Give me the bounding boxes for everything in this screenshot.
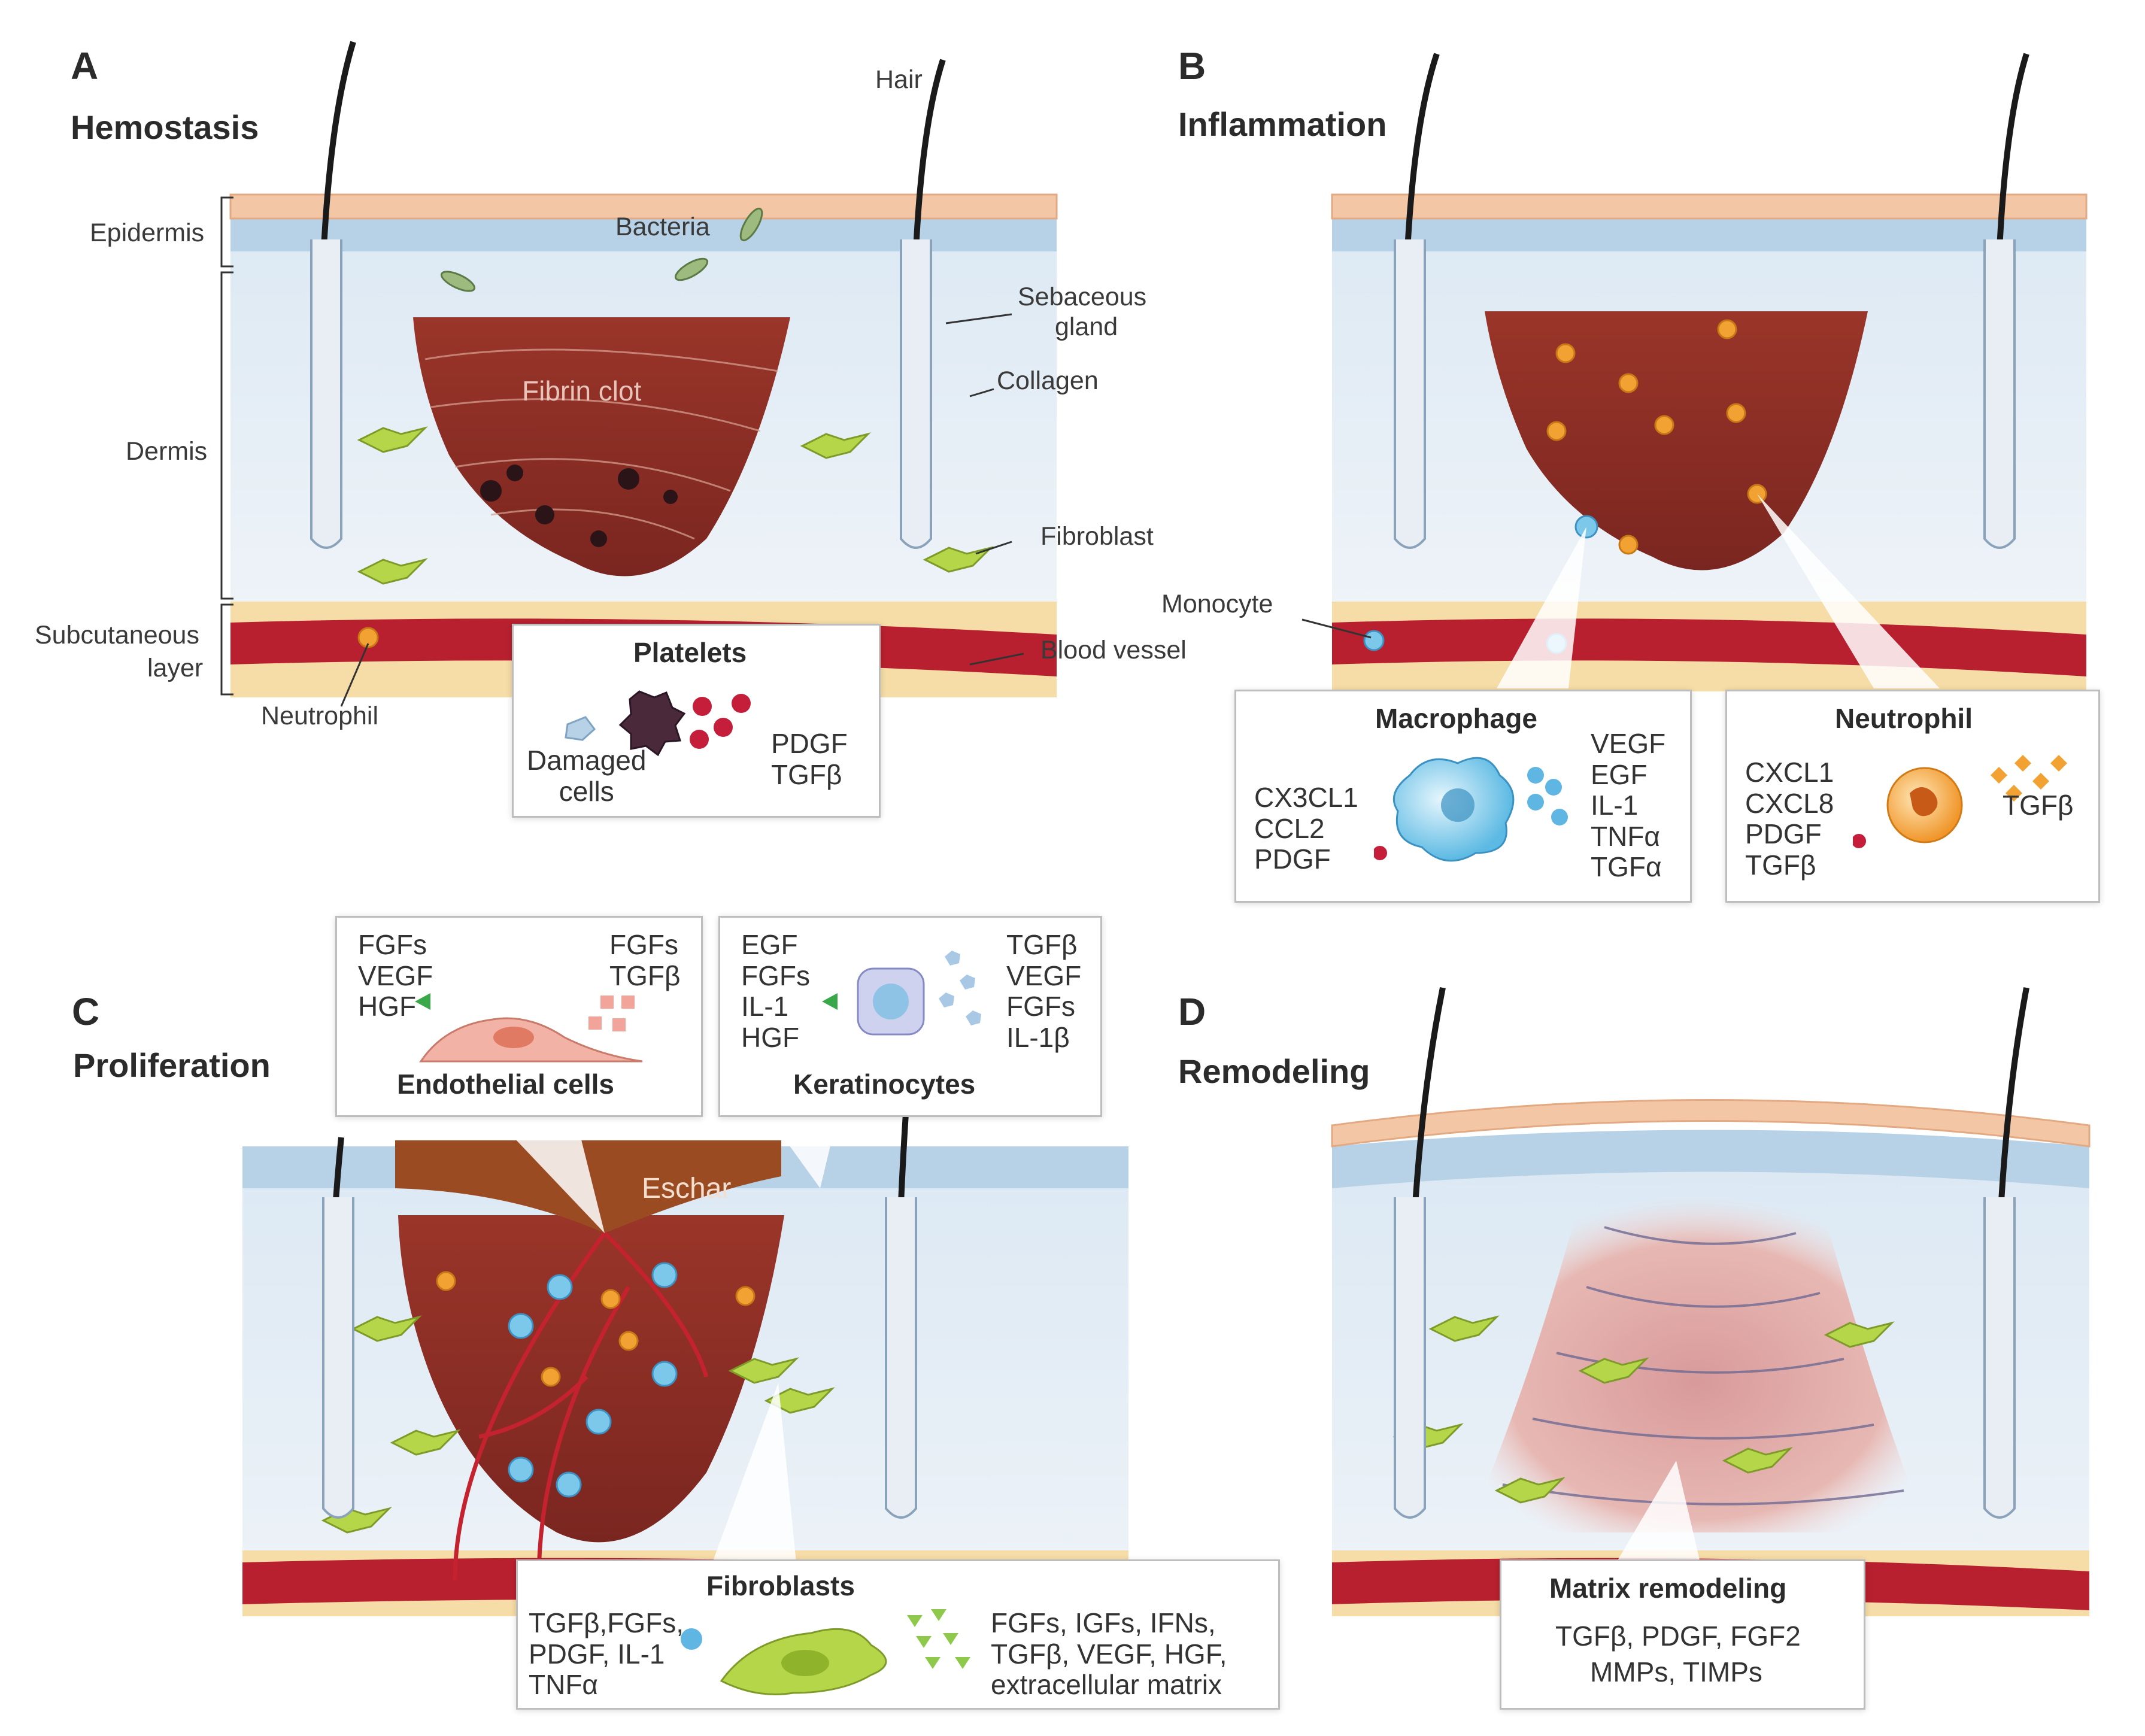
remodeling-matrix [1467, 1197, 1928, 1532]
fibroblasts-left-text: TGFβ,FGFs, PDGF, IL-1 TNFα [529, 1607, 684, 1701]
macrophages-c [508, 1262, 678, 1498]
leader-lines-a [220, 196, 1024, 707]
leader-monocyte [1301, 618, 1372, 639]
platelet-clusters [480, 465, 678, 547]
matrix-line-1: TGFβ, PDGF, FGF2 [1555, 1620, 1801, 1652]
neutrophil-left-text: CXCL1 CXCL8 PDGF TGFβ [1745, 757, 1834, 881]
callout-fibroblasts [712, 1383, 796, 1562]
granulation-tissue [398, 1215, 784, 1543]
neutrophil-icon [1853, 755, 2067, 848]
neutrophil-title: Neutrophil [1835, 703, 1973, 734]
label-fibroblast: Fibroblast [1040, 522, 1154, 551]
panel-b [1301, 53, 2088, 691]
endothelial-title: Endothelial cells [397, 1069, 614, 1100]
macrophage-right-text: VEGF EGF IL-1 TNFα TGFα [1591, 728, 1666, 883]
label-bacteria: Bacteria [615, 213, 710, 241]
hair-follicle-right [1983, 987, 2029, 1519]
label-layer: layer [147, 654, 204, 682]
label-epidermis: Epidermis [90, 218, 205, 247]
callout-endothelial [491, 1113, 605, 1233]
keratinocytes-box: EGF FGFs IL-1 HGF TGFβ VEGF FGFs IL-1β K… [718, 916, 1102, 1117]
neutrophil-a [357, 627, 379, 648]
keratinocytes-title: Keratinocytes [793, 1069, 976, 1100]
matrix-line-2: MMPs, TIMPs [1590, 1656, 1762, 1688]
platelets-right-text: PDGF TGFβ [771, 728, 848, 790]
platelets-box: Platelets Damaged cells PDGF TGFβ [512, 624, 881, 818]
fibrin-clot [1485, 311, 1868, 570]
neutrophil-right-text: TGFβ [2003, 790, 2074, 821]
hair-follicle-left [1394, 987, 1446, 1519]
label-blood-vessel: Blood vessel [1040, 636, 1187, 664]
macrophage-box: Macrophage CX3CL1 CCL2 PDGF VEGF EGF IL-… [1234, 690, 1692, 903]
keratinocyte-icon [822, 951, 981, 1036]
label-hair: Hair [875, 65, 923, 94]
epidermis-blue [1332, 216, 2086, 251]
hair-follicle-left [1394, 53, 1440, 549]
platelets-left-text: Damaged cells [527, 745, 647, 807]
endothelial-cell-icon [415, 993, 643, 1063]
label-neutrophil: Neutrophil [261, 702, 378, 730]
panel-letter-c: C [72, 990, 100, 1033]
fibroblasts-a [357, 426, 994, 585]
neutrophils-b [1546, 319, 1767, 555]
panel-letter-a: A [71, 44, 99, 87]
fibroblast-icon [681, 1609, 970, 1695]
keratinocytes-right-text: TGFβ VEGF FGFs IL-1β [1006, 929, 1082, 1053]
hair-follicle-right [885, 1095, 917, 1519]
panel-letter-d: D [1178, 990, 1206, 1033]
fibroblasts-title: Fibroblasts [706, 1570, 855, 1601]
macrophage-icon [1374, 757, 1568, 862]
label-subcutaneous: Subcutaneous [35, 621, 199, 650]
label-monocyte: Monocyte [1161, 590, 1273, 618]
neutrophils-c [436, 1271, 756, 1387]
keratinocytes-left-text: EGF FGFs IL-1 HGF [741, 929, 810, 1053]
matrix-title: Matrix remodeling [1549, 1573, 1787, 1604]
endothelial-right-text: FGFs TGFβ [609, 929, 681, 991]
panel-title-d: Remodeling [1178, 1052, 1370, 1090]
label-gland: gland [1055, 312, 1118, 341]
panel-title-b: Inflammation [1178, 105, 1387, 143]
label-fibrin-clot: Fibrin clot [522, 375, 642, 406]
label-eschar: Eschar [642, 1173, 732, 1204]
macrophage-left-text: CX3CL1 CCL2 PDGF [1254, 782, 1358, 875]
callout-neutrophil [1757, 494, 1940, 688]
neutrophil-box: Neutrophil CXCL1 CXCL8 PDGF TGFβ TGFβ [1725, 690, 2100, 903]
bacteria-a [440, 207, 763, 292]
fibroblasts-right-text: FGFs, IGFs, IFNs, TGFβ, VEGF, HGF, extra… [991, 1607, 1227, 1701]
panel-title-a: Hemostasis [71, 108, 259, 146]
panel-a [220, 41, 1058, 707]
callout-keratinocytes [766, 1113, 838, 1188]
platelet-icon [565, 690, 751, 757]
hair-follicle-right [1983, 53, 2029, 549]
panel-title-c: Proliferation [73, 1046, 271, 1084]
panel-d [1331, 987, 2091, 1616]
callout-matrix [1616, 1461, 1700, 1562]
hair-follicle-right [900, 59, 946, 549]
epidermis-top [1331, 193, 2088, 220]
epidermis-top [1331, 1099, 2091, 1148]
hair-follicle-left [310, 41, 356, 549]
endothelial-box: FGFs VEGF HGF FGFs TGFβ Endothelial cell… [335, 916, 703, 1117]
label-sebaceous: Sebaceous [1018, 283, 1147, 311]
label-collagen: Collagen [997, 366, 1099, 395]
collagen-fibers [1502, 1226, 1904, 1506]
callout-macrophage [1497, 527, 1586, 688]
matrix-remodeling-box: Matrix remodeling TGFβ, PDGF, FGF2 MMPs,… [1500, 1559, 1865, 1710]
endothelial-left-text: FGFs VEGF HGF [358, 929, 433, 1022]
hair-follicle-left [322, 1137, 354, 1519]
panel-letter-b: B [1178, 44, 1206, 87]
fibroblasts-c [321, 1315, 835, 1534]
fibrin-strands [424, 348, 779, 540]
fibroblasts-box: Fibroblasts TGFβ,FGFs, PDGF, IL-1 TNFα F… [516, 1559, 1280, 1710]
platelets-title: Platelets [633, 637, 747, 668]
label-dermis: Dermis [126, 437, 208, 466]
epidermis-blue [1332, 1130, 2089, 1188]
macrophage-title: Macrophage [1375, 703, 1537, 734]
fibrin-clot [413, 317, 790, 576]
